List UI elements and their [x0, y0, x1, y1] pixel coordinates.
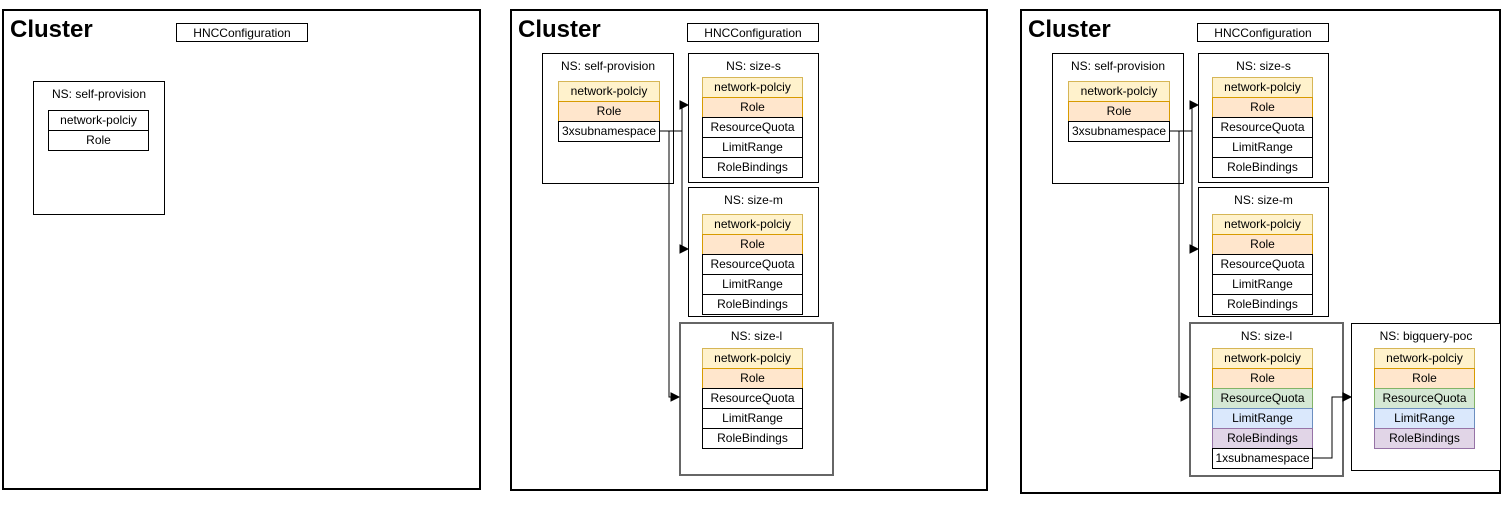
cluster-label: Cluster — [518, 16, 601, 43]
namespace-title: NS: size-s — [726, 59, 781, 73]
namespace-title: NS: size-s — [1236, 59, 1291, 73]
row-rolebindings: RoleBindings — [702, 428, 803, 449]
row-rolebindings: RoleBindings — [1212, 428, 1313, 449]
row-network-policy: network-polciy — [1212, 214, 1313, 235]
row-rolebindings: RoleBindings — [1212, 157, 1313, 178]
resource-rows: network-polciy Role ResourceQuota LimitR… — [1212, 348, 1313, 469]
namespace-box-size-l: NS: size-l network-polciy Role ResourceQ… — [679, 322, 834, 476]
row-role: Role — [702, 234, 803, 255]
arrow-to-size-m — [1189, 131, 1200, 254]
resource-rows: network-polciy Role ResourceQuota LimitR… — [702, 77, 803, 178]
row-role: Role — [1212, 234, 1313, 255]
row-role: Role — [702, 368, 803, 389]
row-1xsubnamespace: 1xsubnamespace — [1212, 448, 1313, 469]
namespace-box-size-m: NS: size-m network-polciy Role ResourceQ… — [688, 187, 819, 317]
row-network-policy: network-polciy — [702, 348, 803, 369]
namespace-box-self-provision: NS: self-provision network-polciy Role — [33, 81, 165, 215]
namespace-box-bigquery-poc: NS: bigquery-poc network-polciy Role Res… — [1351, 323, 1501, 471]
row-rolebindings: RoleBindings — [1212, 294, 1313, 315]
cluster-panel-1: Cluster HNCConfiguration NS: self-provis… — [2, 9, 481, 490]
row-role: Role — [48, 130, 149, 151]
namespace-title: NS: self-provision — [560, 59, 656, 73]
cluster-panel-3: Cluster HNCConfiguration NS: self-provis… — [1020, 9, 1501, 494]
row-limitrange: LimitRange — [702, 137, 803, 158]
namespace-box-size-m: NS: size-m network-polciy Role ResourceQ… — [1198, 187, 1329, 317]
resource-rows: network-polciy Role 3xsubnamespace — [1068, 81, 1170, 142]
row-network-policy: network-polciy — [1212, 77, 1313, 98]
row-network-policy: network-polciy — [1212, 348, 1313, 369]
row-resourcequota: ResourceQuota — [702, 117, 803, 138]
row-resourcequota: ResourceQuota — [1374, 388, 1475, 409]
row-role: Role — [1212, 97, 1313, 118]
namespace-title: NS: self-provision — [51, 87, 147, 101]
namespace-title: NS: bigquery-poc — [1379, 329, 1473, 343]
namespace-title: NS: size-m — [1234, 193, 1293, 207]
cluster-panel-2: Cluster HNCConfiguration NS: self-provis… — [510, 9, 988, 491]
row-resourcequota: ResourceQuota — [1212, 117, 1313, 138]
resource-rows: network-polciy Role ResourceQuota LimitR… — [702, 214, 803, 315]
resource-rows: network-polciy Role ResourceQuota LimitR… — [1374, 348, 1475, 449]
resource-rows: network-polciy Role ResourceQuota LimitR… — [1212, 77, 1313, 178]
row-role: Role — [1212, 368, 1313, 389]
arrow-to-size-s — [679, 100, 690, 131]
row-rolebindings: RoleBindings — [702, 294, 803, 315]
row-limitrange: LimitRange — [1212, 137, 1313, 158]
namespace-title: NS: size-l — [730, 329, 783, 343]
resource-rows: network-polciy Role ResourceQuota LimitR… — [702, 348, 803, 449]
row-network-policy: network-polciy — [702, 214, 803, 235]
namespace-box-self-provision: NS: self-provision network-polciy Role 3… — [1052, 53, 1184, 184]
namespace-box-self-provision: NS: self-provision network-polciy Role 3… — [542, 53, 674, 184]
namespace-title: NS: size-l — [1240, 329, 1293, 343]
row-network-policy: network-polciy — [558, 81, 660, 102]
hncconfiguration-box: HNCConfiguration — [687, 23, 819, 42]
arrow-to-size-m — [679, 131, 690, 254]
row-network-policy: network-polciy — [702, 77, 803, 98]
row-rolebindings: RoleBindings — [702, 157, 803, 178]
row-resourcequota: ResourceQuota — [702, 254, 803, 275]
row-resourcequota: ResourceQuota — [1212, 388, 1313, 409]
row-role: Role — [1374, 368, 1475, 389]
row-network-policy: network-polciy — [48, 110, 149, 131]
row-network-policy: network-polciy — [1374, 348, 1475, 369]
row-limitrange: LimitRange — [1212, 274, 1313, 295]
hncconfiguration-box: HNCConfiguration — [176, 23, 308, 42]
resource-rows: network-polciy Role 3xsubnamespace — [558, 81, 660, 142]
row-resourcequota: ResourceQuota — [1212, 254, 1313, 275]
hncconfiguration-box: HNCConfiguration — [1197, 23, 1329, 42]
resource-rows: network-polciy Role ResourceQuota LimitR… — [1212, 214, 1313, 315]
namespace-box-size-s: NS: size-s network-polciy Role ResourceQ… — [688, 53, 819, 183]
row-3xsubnamespace: 3xsubnamespace — [558, 121, 660, 142]
row-limitrange: LimitRange — [1374, 408, 1475, 429]
row-resourcequota: ResourceQuota — [702, 388, 803, 409]
arrow-to-size-s — [1189, 100, 1200, 131]
cluster-label: Cluster — [1028, 16, 1111, 43]
cluster-label: Cluster — [10, 16, 93, 43]
row-role: Role — [1068, 101, 1170, 122]
namespace-box-size-l: NS: size-l network-polciy Role ResourceQ… — [1189, 322, 1344, 477]
row-role: Role — [558, 101, 660, 122]
row-limitrange: LimitRange — [1212, 408, 1313, 429]
namespace-title: NS: self-provision — [1070, 59, 1166, 73]
row-limitrange: LimitRange — [702, 274, 803, 295]
namespace-box-size-s: NS: size-s network-polciy Role ResourceQ… — [1198, 53, 1329, 183]
row-limitrange: LimitRange — [702, 408, 803, 429]
row-3xsubnamespace: 3xsubnamespace — [1068, 121, 1170, 142]
row-rolebindings: RoleBindings — [1374, 428, 1475, 449]
resource-rows: network-polciy Role — [48, 110, 149, 151]
row-role: Role — [702, 97, 803, 118]
row-network-policy: network-polciy — [1068, 81, 1170, 102]
namespace-title: NS: size-m — [724, 193, 783, 207]
